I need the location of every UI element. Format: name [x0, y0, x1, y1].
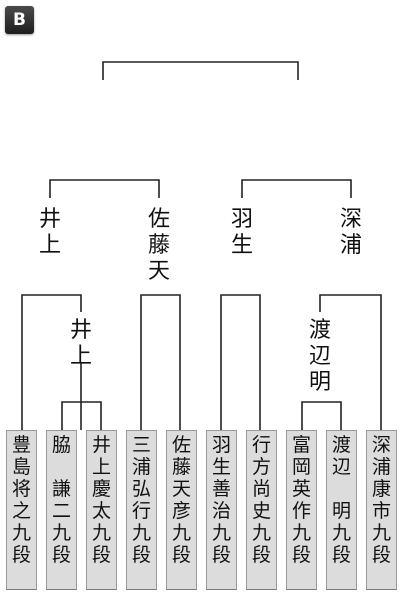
qf-winner-label-right: 渡 辺 明 [308, 318, 331, 395]
semifinal-label-2: 佐 藤 天 [147, 207, 170, 284]
player-entry-7: 行 方 尚 史 九 段 [246, 430, 277, 590]
r1-left-connector [61, 401, 102, 430]
semifinal-left-connector [49, 179, 160, 198]
qf-sato-connector [140, 294, 181, 430]
player-entry-2: 脇 謙 二 九 段 [46, 430, 77, 590]
player-entry-3: 井 上 慶 太 九 段 [86, 430, 117, 590]
semifinal-label-3: 羽 生 [230, 207, 253, 258]
qf-winner-label-left: 井 上 [69, 318, 92, 369]
final-connector [102, 61, 299, 80]
semifinal-label-4: 深 浦 [339, 207, 362, 258]
player-entry-8: 富 岡 英 作 九 段 [286, 430, 317, 590]
qf-right-connector [319, 294, 382, 430]
qf-left-connector [21, 294, 82, 430]
player-entry-1: 豊 島 将 之 九 段 [6, 430, 37, 590]
qf-habu-connector [220, 294, 261, 430]
player-entry-9: 渡 辺 明 九 段 [326, 430, 357, 590]
player-entry-6: 羽 生 善 治 九 段 [206, 430, 237, 590]
player-entry-4: 三 浦 弘 行 九 段 [126, 430, 157, 590]
semifinal-label-1: 井 上 [38, 207, 61, 258]
r1-right-connector [301, 401, 342, 430]
player-entry-10: 深 浦 康 市 九 段 [366, 430, 397, 590]
block-badge: B [5, 6, 34, 34]
player-entry-5: 佐 藤 天 彦 九 段 [166, 430, 197, 590]
semifinal-right-connector [241, 179, 352, 198]
